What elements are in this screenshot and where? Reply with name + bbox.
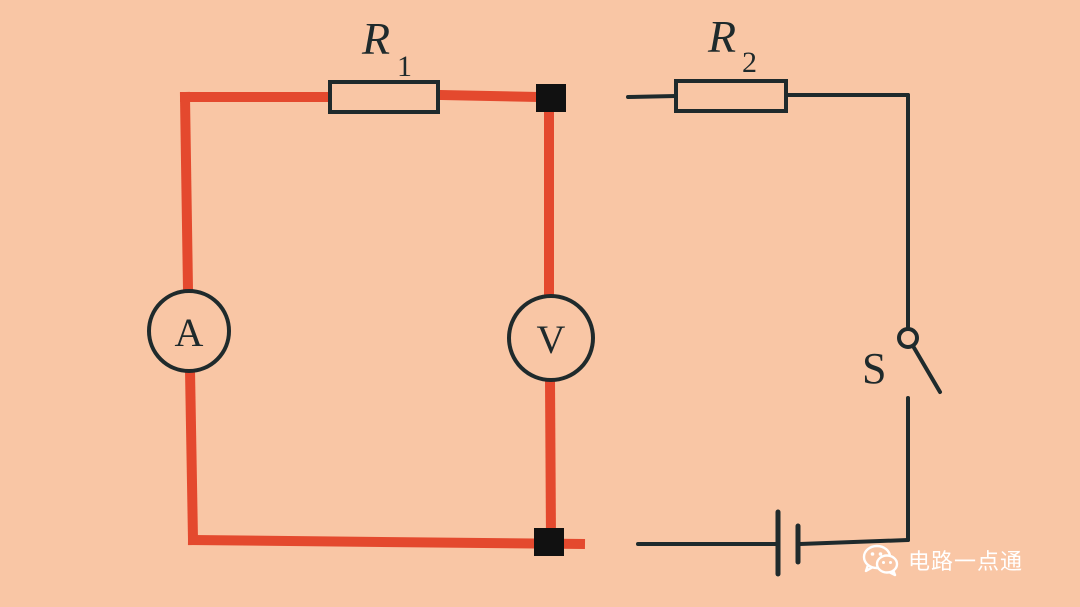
voltmeter-circle: [507, 294, 595, 382]
ammeter-symbol: A: [175, 310, 204, 355]
resistor-r2-subscript: 2: [742, 46, 757, 79]
switch-label: S: [862, 344, 886, 393]
watermark: 电路一点通: [862, 541, 1023, 579]
voltmeter: V: [507, 294, 595, 382]
wechat-icon: [862, 544, 899, 577]
wire-middle-lower: [544, 374, 557, 546]
voltmeter-symbol: V: [537, 317, 566, 362]
wire-r1-to-junction: [434, 89, 546, 103]
black-wires: [626, 93, 910, 546]
switch-s: S: [862, 327, 942, 394]
ammeter-circle: [147, 289, 231, 373]
resistor-r1-subscript: 1: [397, 50, 412, 83]
resistor-r1-body: [328, 80, 440, 114]
wire-bottom-right: [798, 538, 910, 546]
red-wires: [179, 89, 586, 550]
resistor-r1-label: R: [361, 13, 390, 64]
resistor-r2-body: [674, 79, 788, 113]
switch-pivot: [897, 327, 919, 349]
resistor-r2: R 2: [674, 11, 788, 113]
resistor-r1: R 1: [328, 13, 440, 114]
resistor-r2-label: R: [707, 11, 736, 62]
wire-left-upper: [179, 91, 194, 296]
battery: [775, 509, 801, 577]
terminal-bottom: [534, 528, 564, 556]
wire-bottom: [187, 534, 586, 550]
watermark-text: 电路一点通: [908, 550, 1024, 575]
wire-left-lower: [184, 364, 199, 546]
ammeter: A: [147, 289, 231, 373]
switch-lever: [911, 344, 942, 394]
terminal-top: [536, 84, 566, 112]
wire-to-r2: [626, 94, 678, 99]
